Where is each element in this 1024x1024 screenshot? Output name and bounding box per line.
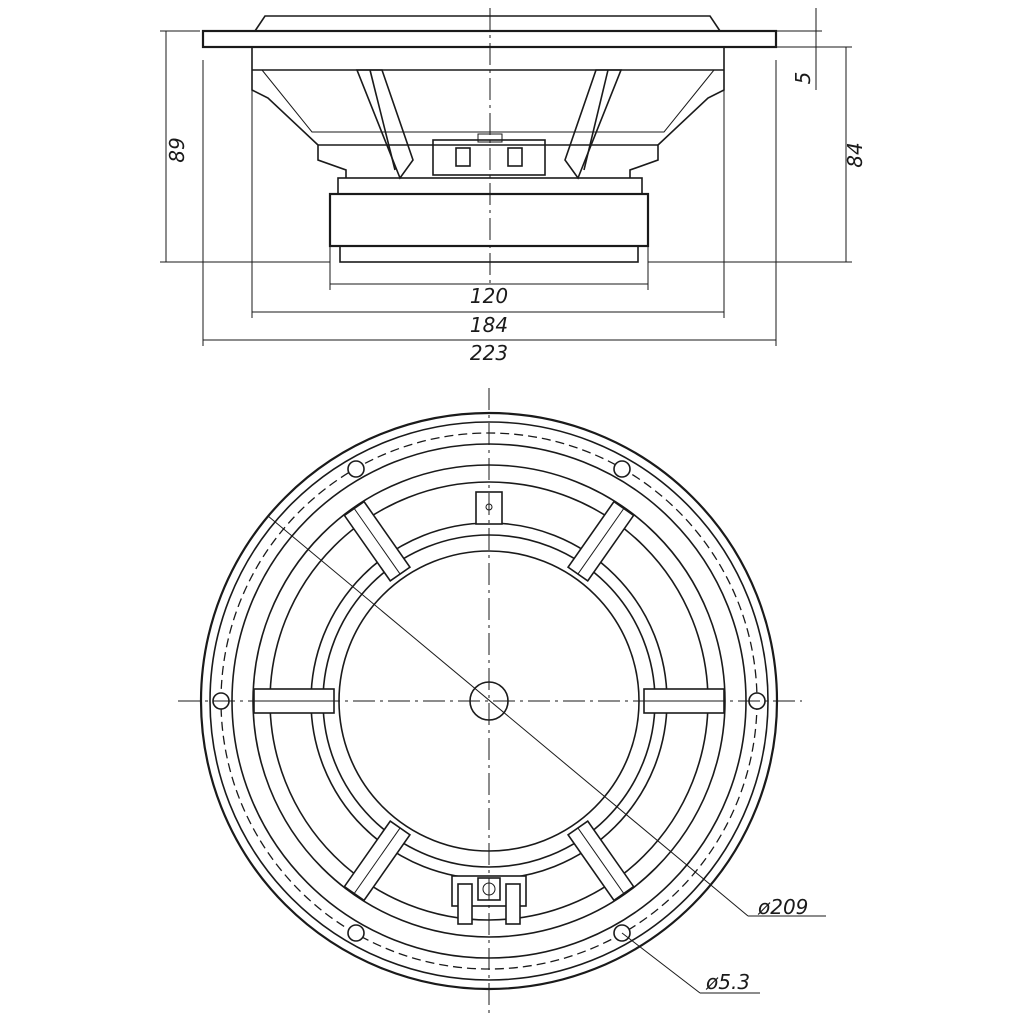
- back-plate: [339, 245, 639, 263]
- dim-hole-label: ø5.3: [705, 970, 750, 994]
- magnet-ring: [338, 550, 640, 852]
- magnet: [328, 192, 650, 248]
- spoke-ne-rib: [577, 508, 625, 575]
- dim-bolt-circle-label: ø209: [757, 895, 808, 919]
- diameter-leader: [267, 515, 749, 917]
- cone-profile: [261, 69, 715, 133]
- spoke-left-b: [369, 69, 396, 171]
- bottom-terminal-block: [451, 875, 527, 925]
- dim-223-label: 223: [470, 341, 508, 365]
- dim-184-label: 184: [470, 313, 508, 337]
- mount-hole-ne: [613, 460, 631, 478]
- spoke-sw-rib: [353, 827, 401, 894]
- mount-hole-sw: [347, 924, 365, 942]
- dim-89-label: 89: [165, 137, 189, 162]
- terminal-lug-left: [457, 883, 473, 925]
- spoke-left-a: [355, 69, 414, 180]
- spoke-se-rib: [577, 827, 625, 894]
- surround-top: [254, 15, 721, 32]
- dim-84-label: 84: [843, 142, 867, 167]
- spoke-right-a: [564, 69, 623, 180]
- mount-hole-nw: [347, 460, 365, 478]
- side-view: 89 84 5 120 184 223: [160, 8, 867, 365]
- front-view: ø209 ø5.3: [178, 388, 826, 1014]
- terminal-lug-right: [505, 883, 521, 925]
- spoke-nw-rib: [353, 508, 401, 575]
- terminal-left: [455, 147, 471, 167]
- terminal-block: [432, 139, 546, 176]
- basket-left: [251, 47, 347, 178]
- dim-120-label: 120: [470, 284, 508, 308]
- basket-right: [629, 47, 725, 178]
- hole-leader: [621, 932, 701, 994]
- terminal-right: [507, 147, 523, 167]
- dim-5-label: 5: [791, 72, 815, 85]
- spoke-right-b: [583, 69, 609, 171]
